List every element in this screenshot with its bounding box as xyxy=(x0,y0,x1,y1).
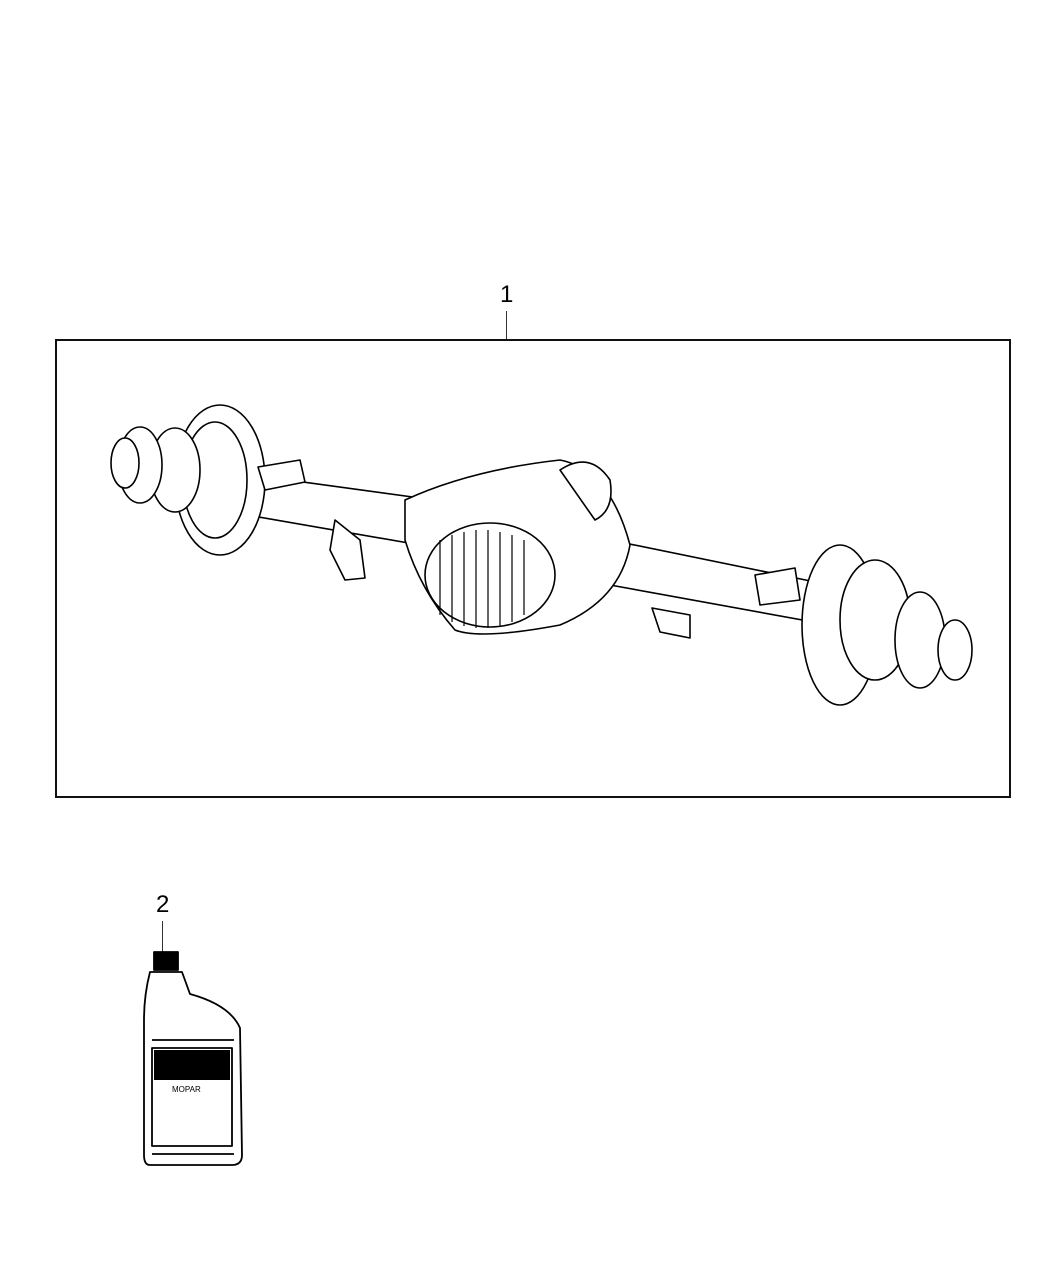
gear-oil-bottle-illustration: MOPAR xyxy=(143,951,243,1166)
callout-number-1: 1 xyxy=(500,281,514,308)
mopar-logo-text: MOPAR xyxy=(172,1085,201,1094)
callout-number-2: 2 xyxy=(156,891,170,918)
leader-line-1 xyxy=(506,311,507,340)
axle-assembly-frame xyxy=(55,339,1011,798)
leader-line-2 xyxy=(162,921,163,953)
